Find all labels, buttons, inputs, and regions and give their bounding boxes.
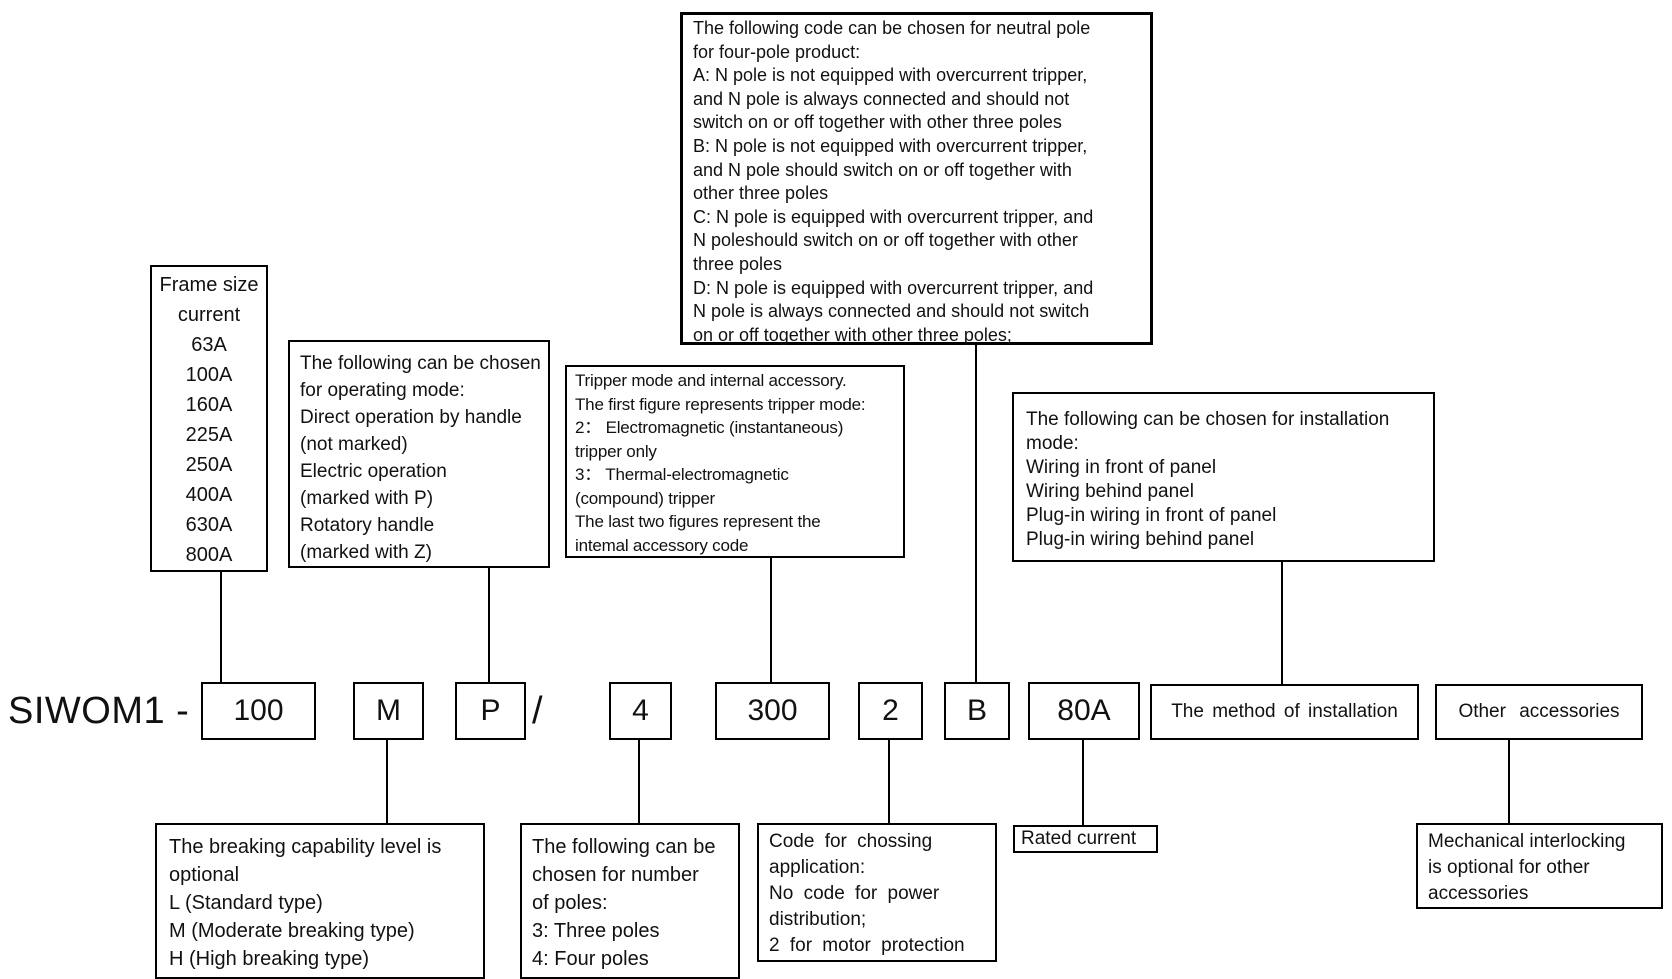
application-code-callout: Code for chossing application: No code f… <box>757 823 997 962</box>
model-prefix-text: SIWOM1 - <box>8 689 190 732</box>
connector-application-line <box>888 740 890 823</box>
rated-current-callout: Rated current <box>1013 825 1158 853</box>
connector-frame-size-line <box>220 572 222 682</box>
code-box-application: 2 <box>858 682 923 740</box>
connector-breaking-line <box>386 740 388 823</box>
code-box-poles: 4 <box>609 682 672 740</box>
code-box-neutral-pole: B <box>944 682 1010 740</box>
breaking-capability-callout: The breaking capability level is optiona… <box>155 823 485 979</box>
code-box-installation-method: The method of installation <box>1150 684 1419 740</box>
connector-mechanical-line <box>1508 740 1510 823</box>
code-box-tripper: 300 <box>715 682 830 740</box>
code-box-operating-mode: P <box>455 682 526 740</box>
code-box-frame-current: 100 <box>201 682 316 740</box>
frame-size-current-callout: Frame size current 63A 100A 160A 225A 25… <box>150 265 268 572</box>
code-box-rated-current: 80A <box>1028 682 1140 740</box>
connector-rated-current-line <box>1082 740 1084 825</box>
connector-operating-mode-line <box>488 568 490 682</box>
neutral-pole-code-callout: The following code can be chosen for neu… <box>680 12 1153 345</box>
mechanical-interlocking-callout: Mechanical interlocking is optional for … <box>1416 823 1663 909</box>
tripper-mode-callout: Tripper mode and internal accessory. The… <box>565 365 905 558</box>
connector-installation-line <box>1281 562 1283 684</box>
separator-slash-text: / <box>532 689 543 732</box>
installation-mode-callout: The following can be chosen for installa… <box>1012 392 1435 562</box>
connector-poles-line <box>638 740 640 823</box>
number-of-poles-callout: The following can be chosen for number o… <box>520 823 740 979</box>
connector-tripper-line <box>770 558 772 682</box>
connector-neutral-pole-line <box>975 345 977 682</box>
code-box-breaking-level: M <box>353 682 424 740</box>
code-box-other-accessories: Other accessories <box>1435 684 1643 740</box>
operating-mode-callout: The following can be chosen for operatin… <box>288 340 550 568</box>
